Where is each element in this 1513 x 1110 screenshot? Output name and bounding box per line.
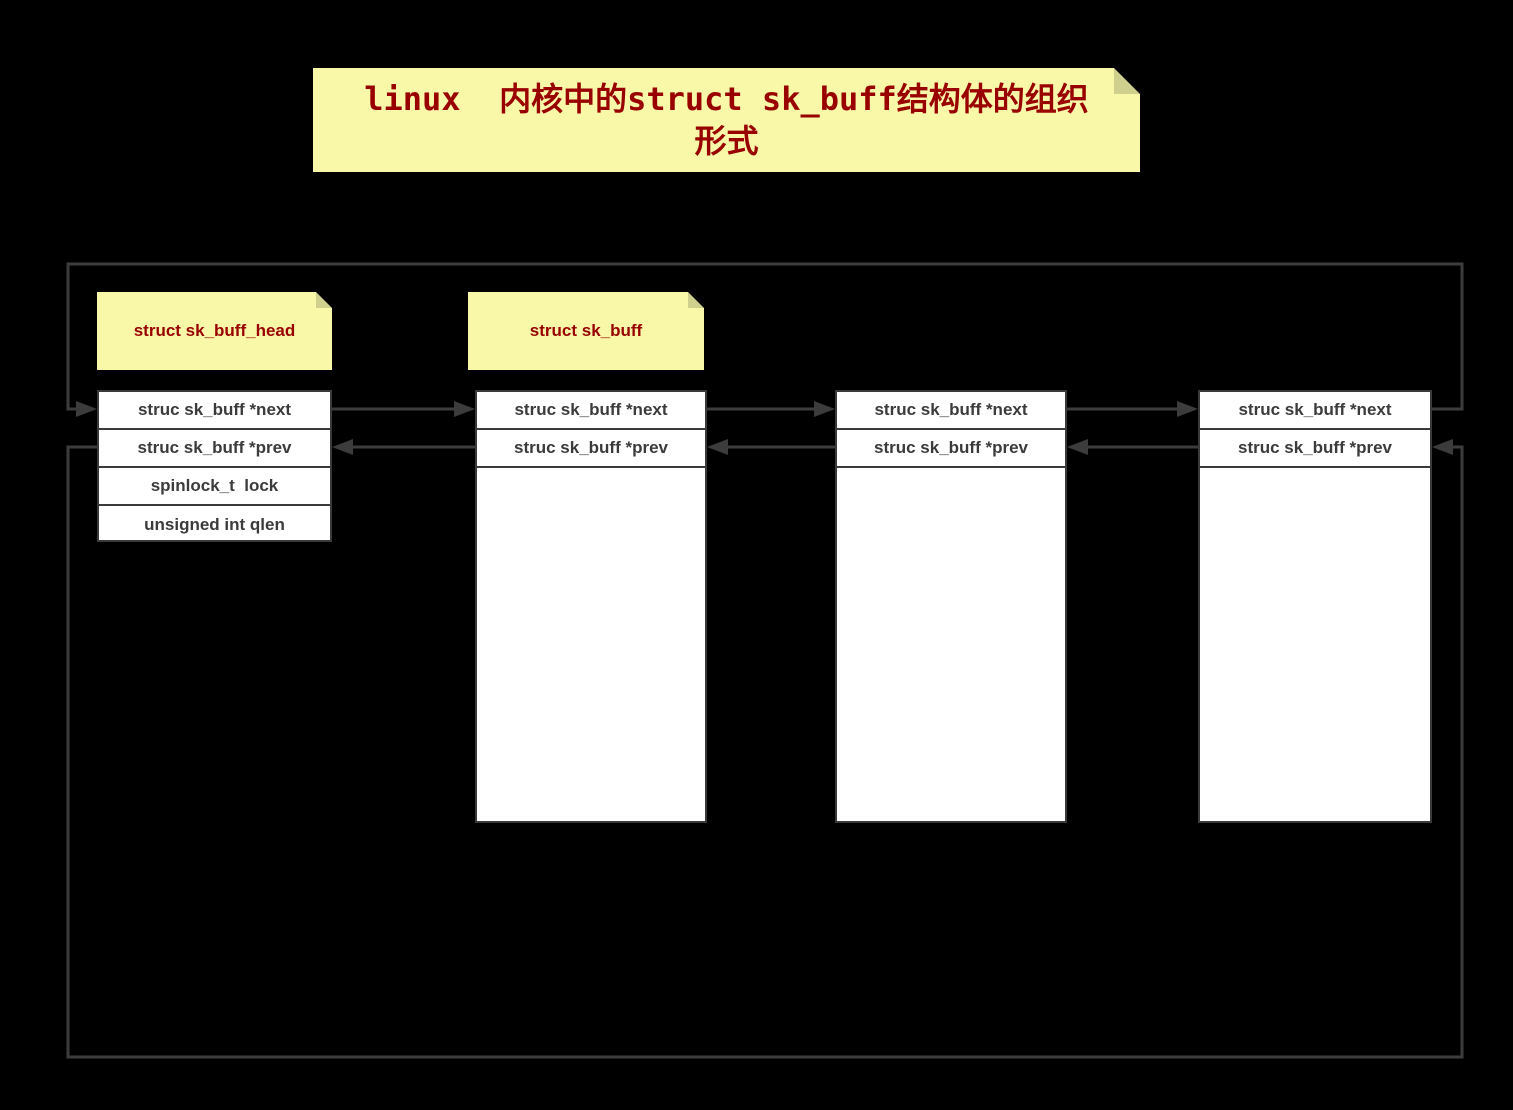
field-next: struc sk_buff *next bbox=[837, 392, 1065, 430]
prev-arrowhead-icon-3 bbox=[1067, 439, 1088, 455]
title-note: linux 内核中的struct sk_buff结构体的组织 形式 bbox=[313, 68, 1140, 172]
sk-buff-box-3: struc sk_buff *next struc sk_buff *prev bbox=[1198, 390, 1432, 823]
field-qlen: unsigned int qlen bbox=[144, 515, 285, 534]
note-sk-buff-head: struct sk_buff_head bbox=[97, 292, 332, 370]
field-next: struc sk_buff *next bbox=[1200, 392, 1430, 430]
next-wrap-arrowhead-icon bbox=[76, 401, 97, 417]
diagram-title-line2: 形式 bbox=[694, 122, 759, 160]
field-prev: struc sk_buff *prev bbox=[99, 430, 330, 468]
prev-arrowhead-icon-1 bbox=[332, 439, 353, 455]
sk-buff-box-1: struc sk_buff *next struc sk_buff *prev bbox=[475, 390, 707, 823]
field-prev: struc sk_buff *prev bbox=[837, 430, 1065, 468]
diagram-title-line1: linux 内核中的struct sk_buff结构体的组织 bbox=[364, 80, 1089, 118]
field-next: struc sk_buff *next bbox=[99, 392, 330, 430]
next-arrowhead-icon-1 bbox=[454, 401, 475, 417]
next-arrowhead-icon-3 bbox=[1177, 401, 1198, 417]
field-prev: struc sk_buff *prev bbox=[477, 430, 705, 468]
sk-buff-box-2: struc sk_buff *next struc sk_buff *prev bbox=[835, 390, 1067, 823]
sk-buff-head-box: struc sk_buff *next struc sk_buff *prev … bbox=[97, 390, 332, 542]
field-lock: spinlock_t lock bbox=[99, 468, 330, 506]
field-prev: struc sk_buff *prev bbox=[1200, 430, 1430, 468]
note-sk-buff: struct sk_buff bbox=[468, 292, 704, 370]
next-arrowhead-icon-2 bbox=[814, 401, 835, 417]
field-next: struc sk_buff *next bbox=[477, 392, 705, 430]
note-sk-buff-label: struct sk_buff bbox=[529, 321, 643, 340]
prev-wrap-arrowhead-icon bbox=[1432, 439, 1453, 455]
prev-arrowhead-icon-2 bbox=[707, 439, 728, 455]
note-sk-buff-head-label: struct sk_buff_head bbox=[133, 321, 296, 340]
